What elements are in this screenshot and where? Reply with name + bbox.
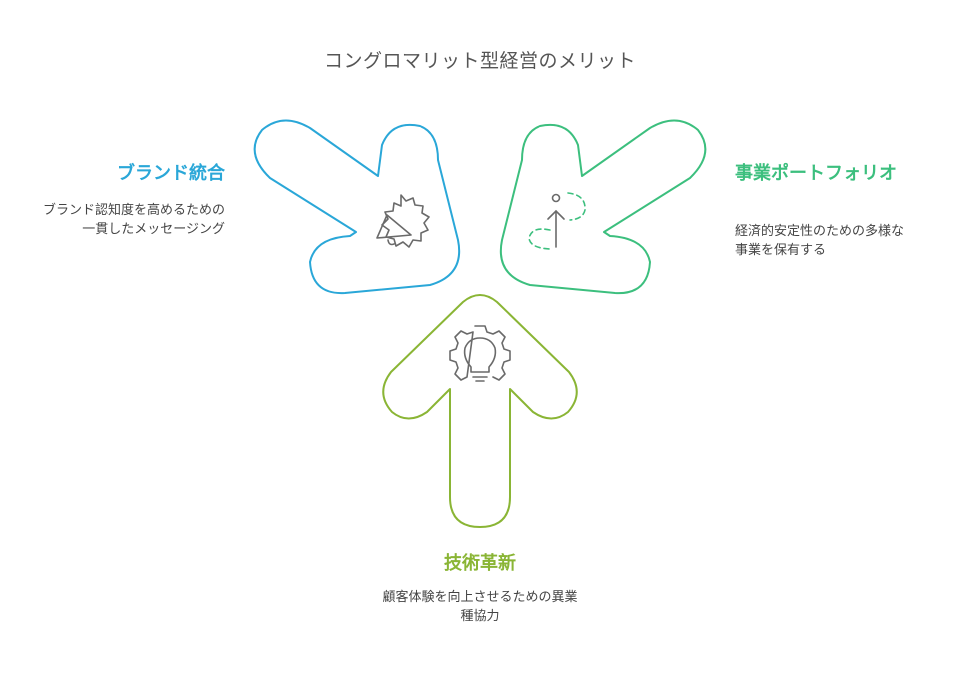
tech-arrow	[382, 294, 578, 528]
brand-integration-description: ブランド認知度を高めるための一貫したメッセージング	[42, 203, 225, 237]
portfolio-arrow	[499, 119, 707, 295]
lightbulb-gear-icon	[449, 325, 511, 382]
business-portfolio-heading: 事業ポートフォリオ	[735, 163, 897, 184]
diagram-title: コングロマリット型経営のメリット	[323, 50, 636, 72]
growth-arrow-icon	[528, 192, 586, 250]
brand-arrow	[253, 119, 461, 295]
megaphone-icon	[376, 194, 430, 248]
tech-innovation-heading: 技術革新	[444, 553, 516, 574]
business-portfolio-description: 経済的安定性のための多様な事業を保有する	[735, 224, 905, 258]
brand-integration-heading: ブランド統合	[117, 163, 225, 184]
tech-innovation-description: 顧客体験を向上させるための異業種協力	[382, 590, 578, 624]
